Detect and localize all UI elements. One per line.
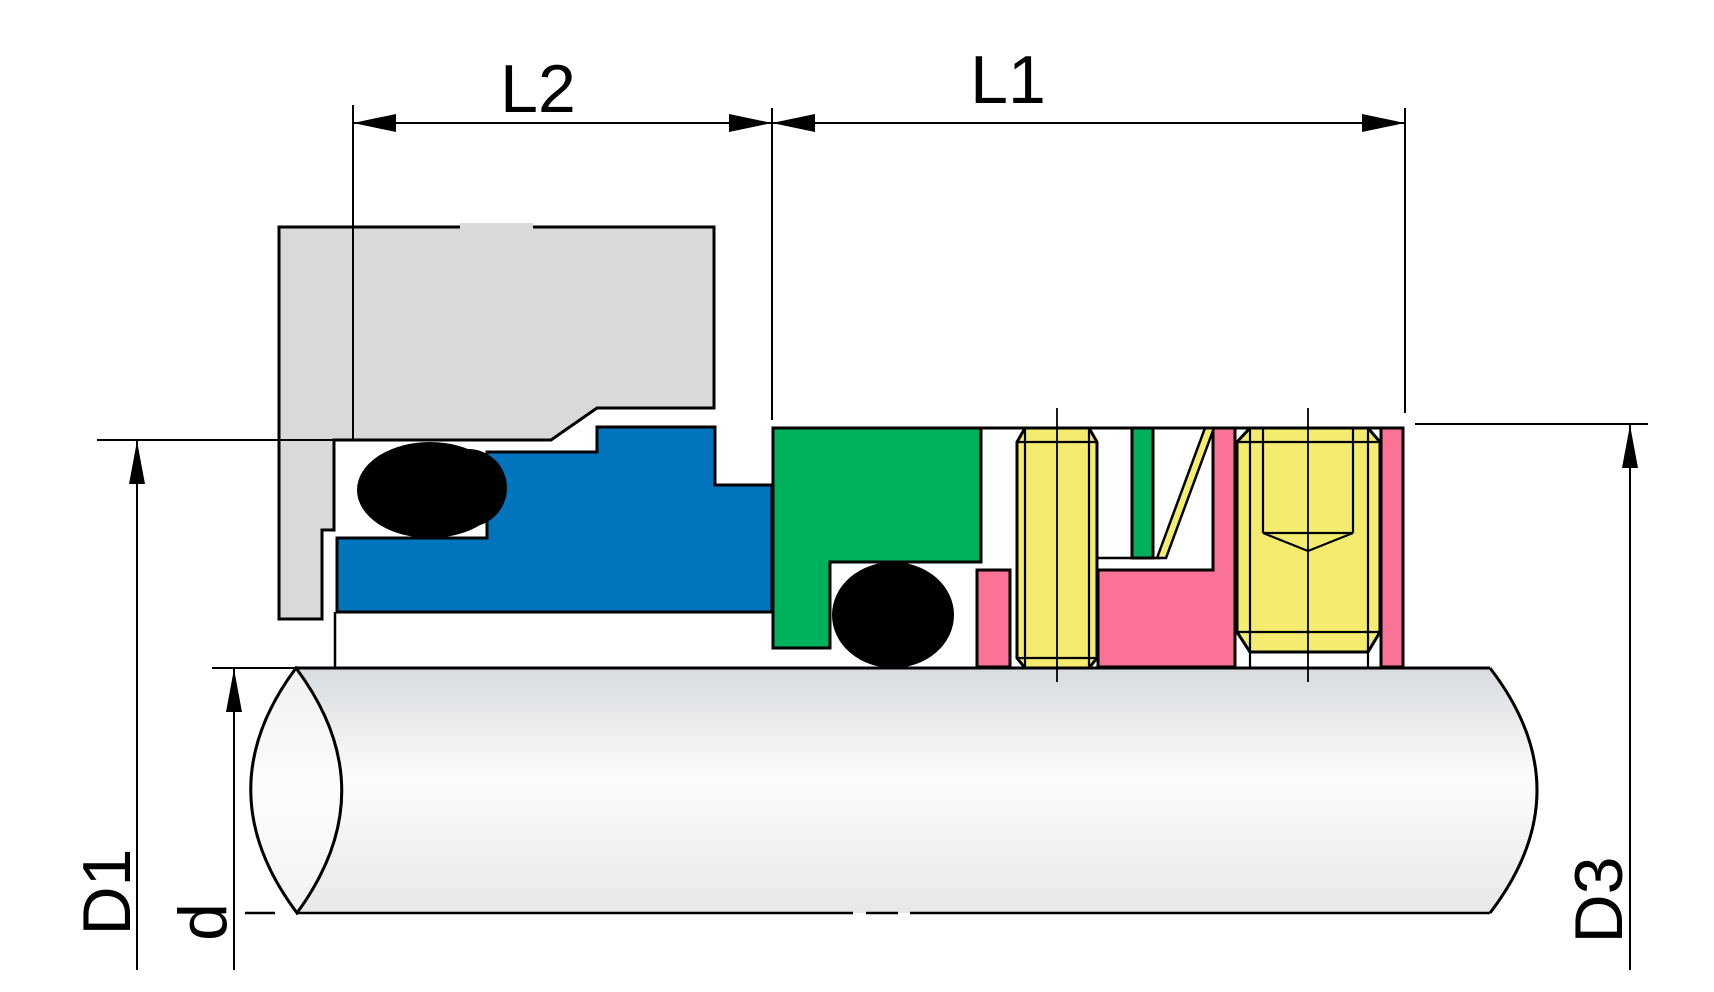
d1-arrow-up	[129, 441, 145, 484]
d3-label: D3	[1561, 857, 1637, 944]
l2-arrow-right	[729, 114, 772, 132]
collar-pink-right	[1379, 426, 1405, 669]
drive-collar	[975, 426, 1405, 669]
l1-label: L1	[970, 42, 1046, 118]
l1-arrow-right	[1362, 114, 1405, 132]
shaft	[245, 665, 1539, 916]
shaft-body	[250, 668, 1537, 913]
drive-strip-green	[1130, 426, 1155, 560]
l2-arrow-left	[353, 114, 396, 132]
shaft-right-end-curve	[1488, 667, 1539, 914]
d1-label: D1	[69, 849, 145, 936]
dim-d	[212, 667, 300, 970]
dim-l2	[352, 105, 772, 440]
spring-pin-left	[1015, 408, 1099, 682]
dim-d1	[97, 439, 346, 970]
gland-top-edge-break	[460, 223, 533, 232]
d-arrow-up	[226, 669, 242, 712]
d3-arrow-up	[1622, 425, 1638, 468]
o-ring-rear	[832, 562, 954, 668]
collar-pink-left	[975, 568, 1012, 669]
set-screw	[1235, 408, 1382, 682]
l2-label: L2	[500, 51, 576, 127]
l1-arrow-left	[772, 114, 815, 132]
spring-tab-diagonal	[1155, 426, 1216, 560]
o-ring-front	[357, 442, 507, 538]
dim-l1	[771, 108, 1406, 420]
o-ring-front-body	[357, 442, 503, 538]
dim-d3	[1415, 423, 1648, 970]
set-screw-detail-lines	[1237, 428, 1380, 668]
d-label: d	[165, 903, 241, 941]
